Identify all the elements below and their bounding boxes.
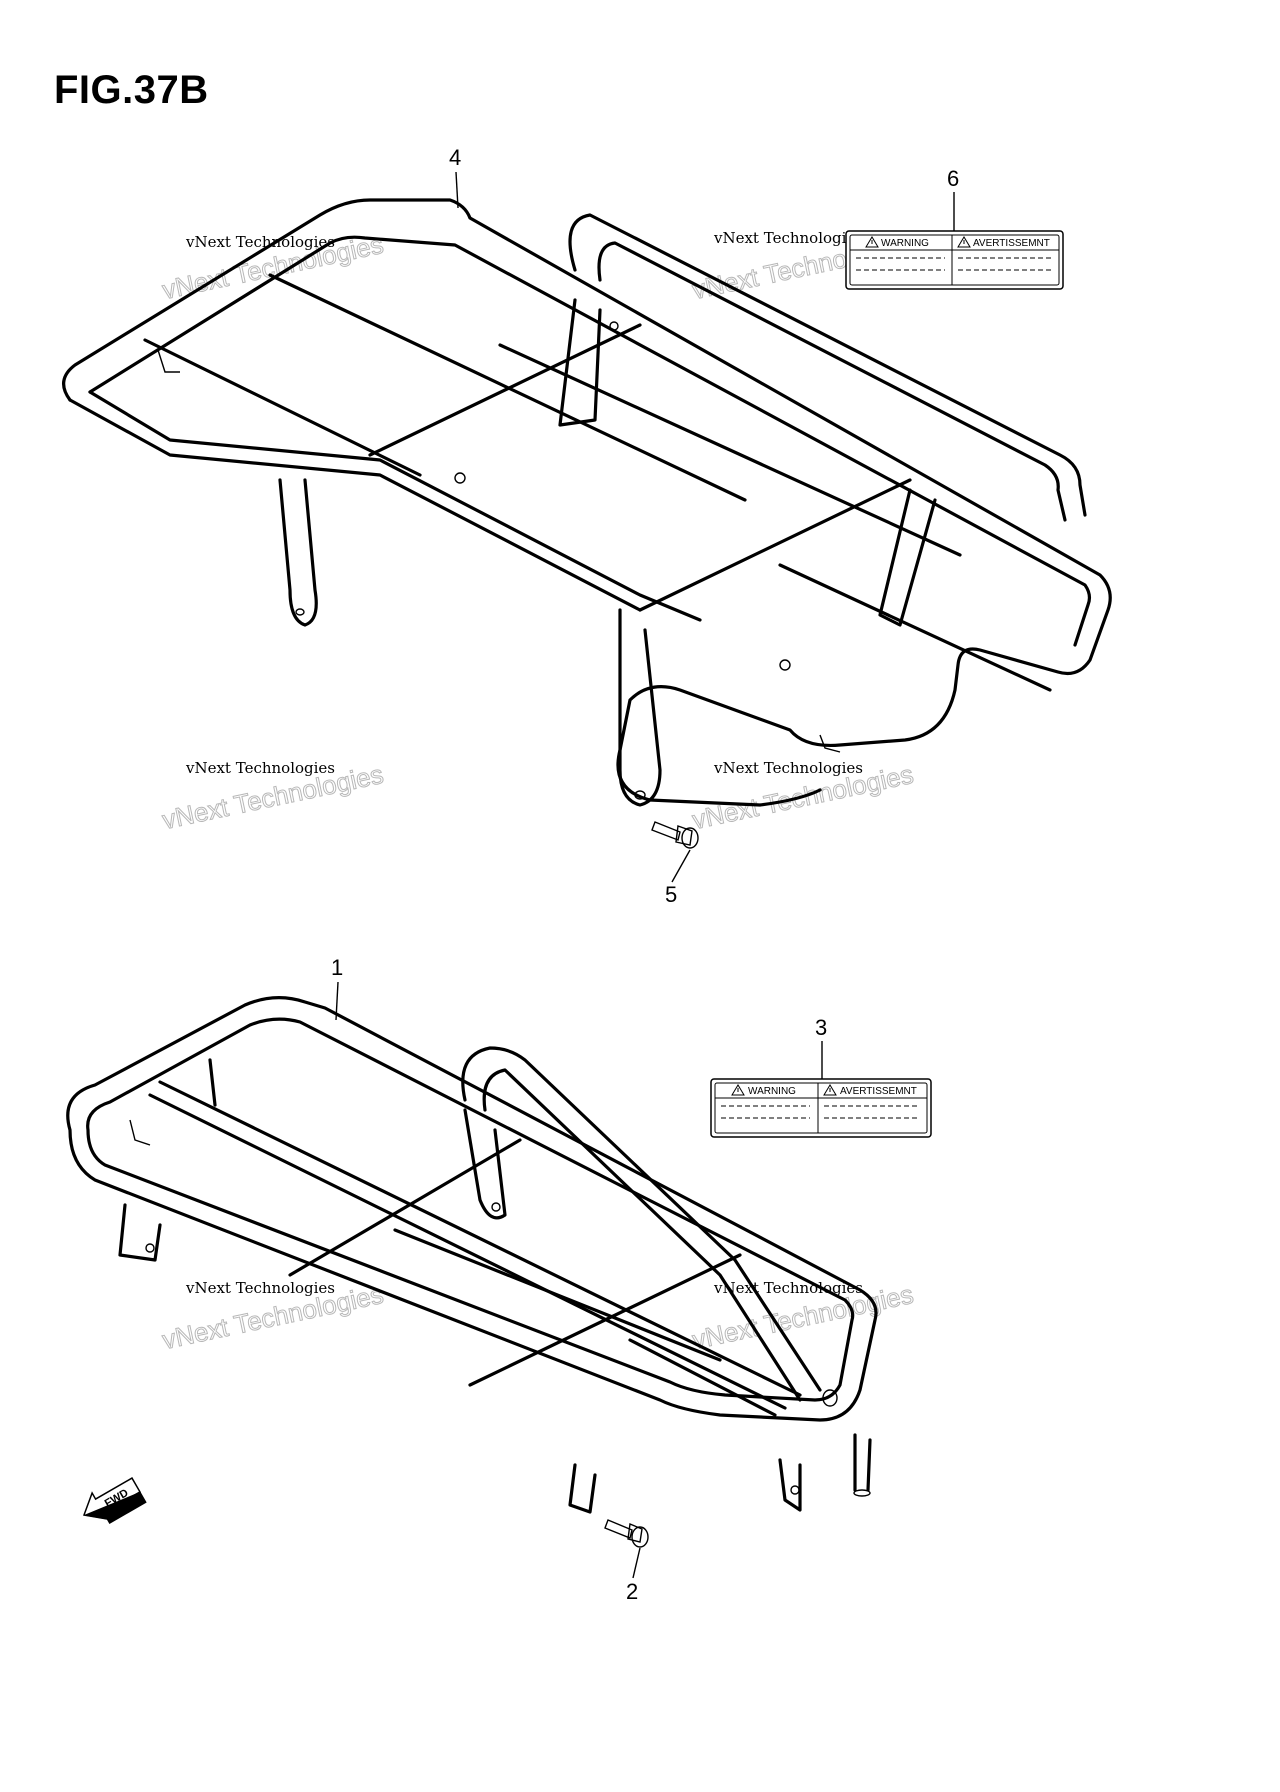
svg-text:1: 1 [331, 955, 343, 980]
avertissement-text: AVERTISSEMNT [840, 1086, 917, 1097]
svg-text:vNext Technologies: vNext Technologies [713, 1279, 863, 1297]
watermark: vNext Technologies vNext Technologies [159, 758, 386, 835]
svg-text:2: 2 [626, 1579, 638, 1604]
callout-2: 2 [626, 1547, 641, 1604]
callout-4: 4 [449, 145, 461, 209]
svg-text:vNext Technologies: vNext Technologies [713, 229, 863, 247]
warning-text: WARNING [748, 1086, 796, 1097]
svg-text:vNext Technologies: vNext Technologies [185, 233, 335, 251]
svg-text:6: 6 [947, 166, 959, 191]
bolt [651, 821, 699, 849]
warning-text: WARNING [881, 238, 929, 249]
warning-triangle-icon [823, 1084, 837, 1096]
watermark-group: vNext Technologies vNext Technologies vN… [159, 228, 916, 1355]
front-carrier-rack [66, 996, 878, 1514]
watermark: vNext Technologies vNext Technologies [689, 1278, 916, 1355]
svg-text:3: 3 [815, 1015, 827, 1040]
svg-text:4: 4 [449, 145, 461, 170]
svg-text:vNext Technologies: vNext Technologies [185, 1279, 335, 1297]
warning-triangle-icon [865, 236, 879, 248]
callout-5: 5 [665, 849, 691, 907]
rear-carrier-rack [62, 198, 1112, 807]
callout-3: 3 [815, 1015, 827, 1079]
figure-title: FIG.37B [54, 68, 209, 112]
svg-text:vNext Technologies: vNext Technologies [185, 759, 335, 777]
warning-triangle-icon [957, 236, 971, 248]
watermark: vNext Technologies vNext Technologies [159, 1278, 386, 1355]
warning-label: WARNING AVERTISSEMNT [710, 1078, 932, 1138]
callout-1: 1 [331, 955, 343, 1021]
callout-6: 6 [947, 166, 959, 231]
svg-text:5: 5 [665, 882, 677, 907]
warning-triangle-icon [731, 1084, 745, 1096]
warning-label: WARNING AVERTISSEMNT [845, 230, 1064, 290]
fwd-arrow-icon: FWD [83, 1477, 147, 1525]
bolt [604, 1519, 649, 1548]
avertissement-text: AVERTISSEMNT [973, 238, 1050, 249]
svg-text:vNext Technologies: vNext Technologies [713, 759, 863, 777]
